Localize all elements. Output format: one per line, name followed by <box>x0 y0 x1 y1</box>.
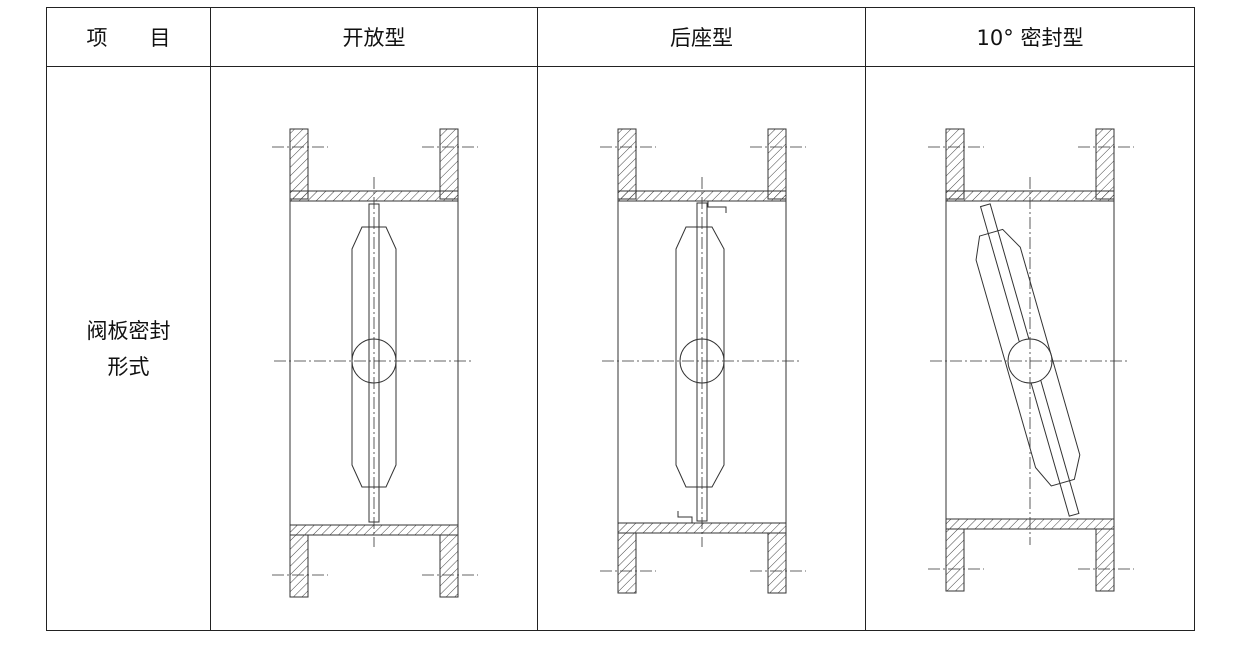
bottom-right-flange <box>439 534 459 597</box>
top-right-flange <box>439 128 459 199</box>
header-10deg-seal-type: 10° 密封型 <box>865 7 1195 67</box>
valve-disc <box>975 228 1081 487</box>
header-row: 项 目 开放型 后座型 10° 密封型 <box>46 7 1195 67</box>
valve-spec-table: 项 目 开放型 后座型 10° 密封型 阀板密封 形式 <box>46 7 1195 631</box>
header-item: 项 目 <box>46 7 211 67</box>
back-seat-type-valve-drawing <box>599 128 806 593</box>
bottom-left-flange <box>289 534 309 597</box>
valve-disc <box>675 226 724 487</box>
open-type-drawing-cell <box>210 66 538 631</box>
seal-form-row: 阀板密封 形式 <box>46 66 1195 631</box>
header-back-seat-type: 后座型 <box>537 7 866 67</box>
row-label: 阀板密封 形式 <box>46 66 211 631</box>
back-seat-type-drawing-cell <box>537 66 866 631</box>
10deg-seal-type-drawing-cell <box>865 66 1195 631</box>
row-label-line2: 形式 <box>107 354 150 379</box>
row-label-line1: 阀板密封 <box>86 318 171 343</box>
valve-disc <box>351 226 397 487</box>
10deg-seal-type-valve-drawing <box>928 128 1134 591</box>
header-open-type: 开放型 <box>210 7 538 67</box>
open-type-valve-drawing <box>272 128 478 597</box>
top-left-flange <box>289 128 309 199</box>
